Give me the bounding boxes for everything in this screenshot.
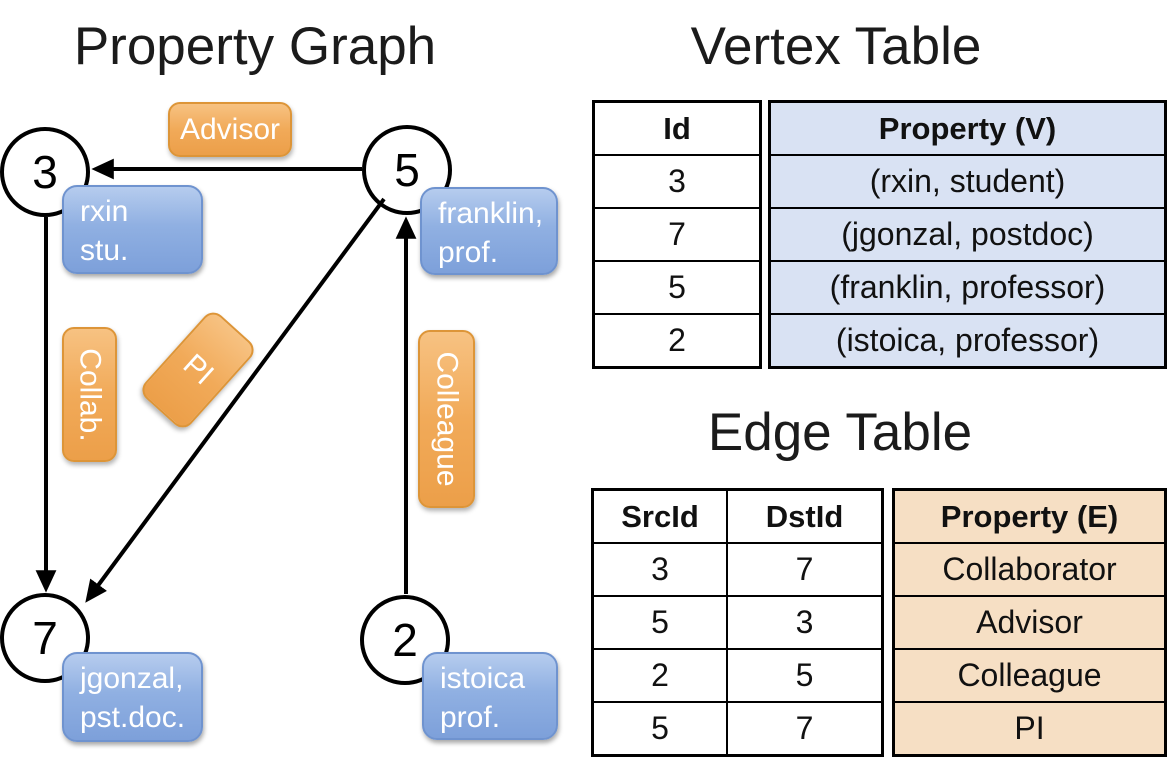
vertex-property-line: jgonzal, <box>80 662 184 695</box>
table-cell: 3 <box>726 595 881 648</box>
vertex-id-label: 5 <box>394 144 420 196</box>
graph-edges-svg <box>35 158 417 603</box>
vertex-property-line: pst.doc. <box>80 701 186 734</box>
vertex-property-line: stu. <box>80 234 129 267</box>
edge-table-src-dst-columns: SrcId DstId 3 7 5 3 2 5 5 7 <box>591 488 884 757</box>
table-cell: (istoica, professor) <box>771 313 1164 366</box>
edge-label-colleague: Colleague <box>418 330 475 508</box>
table-cell: (jgonzal, postdoc) <box>771 207 1164 260</box>
table-cell: 5 <box>726 648 881 701</box>
vertex-property-box-3: rxin stu. <box>62 185 203 274</box>
vertex-table-title: Vertex Table <box>690 17 982 76</box>
table-cell: PI <box>895 701 1164 754</box>
table-cell: 2 <box>595 313 759 366</box>
table-cell: 3 <box>595 154 759 207</box>
vertex-property-box-5: franklin, prof. <box>420 187 558 275</box>
vertex-property-line: franklin, <box>438 197 544 230</box>
column-header: Property (E) <box>940 499 1119 534</box>
vertex-property-line: prof. <box>440 701 501 734</box>
edge-label-text: Advisor <box>179 112 281 146</box>
vertex-id-label: 2 <box>392 614 418 666</box>
vertex-table-id-column: Id 3 7 5 2 <box>592 100 762 369</box>
table-cell: (franklin, professor) <box>771 260 1164 313</box>
vertex-property-line: rxin <box>80 195 129 228</box>
table-cell: 5 <box>595 260 759 313</box>
column-header: Property (V) <box>878 111 1057 146</box>
column-header: Id <box>663 111 691 146</box>
edge-label-text: Collab. <box>73 347 107 442</box>
column-header: DstId <box>726 491 881 542</box>
table-cell: 3 <box>594 542 726 595</box>
edge-label-text: PI <box>176 347 220 392</box>
vertex-property-box-7: jgonzal, pst.doc. <box>62 652 203 742</box>
edge-table-property-column: Property (E) Collaborator Advisor Collea… <box>892 488 1167 757</box>
property-graph-title: Property Graph <box>73 17 437 76</box>
edge-pi-arrow <box>85 197 386 603</box>
edge-table-title: Edge Table <box>707 403 973 462</box>
table-cell: 5 <box>594 701 726 754</box>
table-cell: Advisor <box>895 595 1164 648</box>
vertex-table-property-column: Property (V) (rxin, student) (jgonzal, p… <box>768 100 1167 369</box>
table-cell: 7 <box>726 542 881 595</box>
vertex-property-box-2: istoica prof. <box>422 652 558 740</box>
table-cell: (rxin, student) <box>771 154 1164 207</box>
table-cell: Collaborator <box>895 542 1164 595</box>
edge-label-collab: Collab. <box>62 327 117 462</box>
vertex-id-label: 7 <box>32 612 58 664</box>
table-cell: 2 <box>594 648 726 701</box>
vertex-property-line: prof. <box>438 236 499 269</box>
column-header: SrcId <box>621 499 699 534</box>
table-cell: 7 <box>595 207 759 260</box>
table-cell: Colleague <box>895 648 1164 701</box>
edge-label-text: Colleague <box>430 351 464 487</box>
table-cell: 7 <box>726 701 881 754</box>
vertex-property-line: istoica <box>440 662 526 695</box>
vertex-node-2: 2 <box>360 595 450 685</box>
vertex-id-label: 3 <box>32 146 58 198</box>
edge-label-advisor: Advisor <box>168 102 292 157</box>
table-cell: 5 <box>594 595 726 648</box>
